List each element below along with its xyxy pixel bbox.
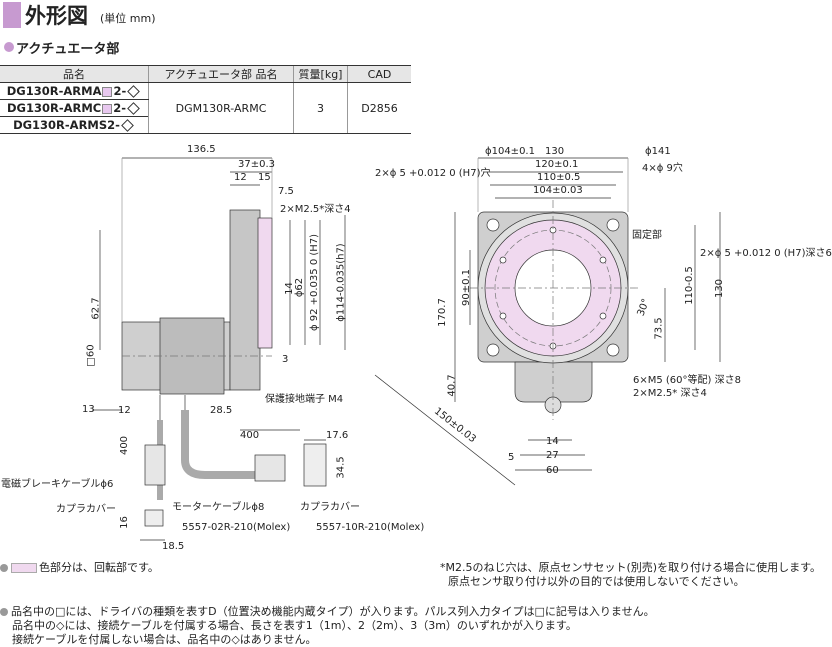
dim-400b: 400 xyxy=(240,430,260,441)
dim-130-side: 130 xyxy=(714,278,726,299)
dim-62-7: 62.7 xyxy=(90,297,102,320)
dim-104: 104±0.03 xyxy=(533,185,583,196)
dim-400: 400 xyxy=(119,435,131,456)
fixed-part-label: 固定部 xyxy=(632,230,662,241)
part-row-3: DG130R-ARMS2- xyxy=(0,116,149,134)
connector-10r: 5557-10R-210(Molex) xyxy=(316,522,425,533)
ground-terminal: 保護接地端子 M4 xyxy=(265,394,344,405)
dim-170-7: 170.7 xyxy=(436,298,448,327)
legend-note: 色部分は、回転部です。 xyxy=(0,559,159,575)
dim-120: 120±0.1 xyxy=(535,159,579,170)
dim-15: 15 xyxy=(258,172,271,183)
dim-18-5: 18.5 xyxy=(162,541,185,552)
actuator-housing xyxy=(229,209,261,391)
dim-73-5: 73.5 xyxy=(653,317,665,340)
rotating-table-side xyxy=(257,217,273,349)
dim-136-5: 136.5 xyxy=(187,144,216,155)
dim-37: 37±0.3 xyxy=(238,159,276,170)
driver-box-icon xyxy=(102,86,113,97)
bullet-icon xyxy=(0,608,8,616)
dim-m2-5: 2×M2.5*深さ4 xyxy=(280,204,351,215)
dim-17-6: 17.6 xyxy=(326,430,349,441)
dim-34-5: 34.5 xyxy=(335,456,347,479)
th-part-name: 品名 xyxy=(0,65,149,83)
dim-2x-m2-5: 2×M2.5* 深さ4 xyxy=(633,388,707,399)
dim-12b: 12 xyxy=(118,405,131,416)
actuator-name: DGM130R-ARMC xyxy=(148,82,294,134)
dim-7-5: 7.5 xyxy=(278,186,294,197)
dim-110-side: 110-0.5 xyxy=(683,266,695,305)
coupler-cover-label-2: カプラカバー xyxy=(300,502,360,513)
section-title: アクチュエータ部 xyxy=(16,42,120,57)
dim-phi104-tol: ϕ104±0.1 xyxy=(485,146,535,157)
connector-02r: 5557-02R-210(Molex) xyxy=(182,522,291,533)
dim-6x-m5: 6×M5 (60°等配) 深さ8 xyxy=(633,375,741,386)
header-accent-bar xyxy=(3,2,21,28)
dim-13: 13 xyxy=(82,404,95,415)
dim-110: 110±0.5 xyxy=(537,172,581,183)
section-bullet-icon xyxy=(4,42,14,52)
rotating-color-swatch xyxy=(11,563,37,573)
dim-5: 5 xyxy=(508,452,515,463)
driver-box-icon xyxy=(102,103,113,114)
dim-60: 60 xyxy=(546,465,559,476)
cad-link[interactable]: D2856 xyxy=(347,82,411,134)
dim-16: 16 xyxy=(118,516,130,529)
dim-90: 90±0.1 xyxy=(461,268,473,307)
brake-cable-label: 電磁ブレーキケーブルϕ6 xyxy=(1,479,114,490)
dim-2x-phi5-hole: 2×ϕ 5 +0.012 0 (H7)穴 xyxy=(375,168,491,179)
dim-28-5: 28.5 xyxy=(210,405,233,416)
note-2: 品名中の◇には、接続ケーブルを付属する場合、長さを表す1（1m）、2（2m）、3… xyxy=(12,619,577,632)
dim-62: ϕ62 xyxy=(294,277,306,298)
mass-value: 3 xyxy=(293,82,348,134)
m25-note-1: *M2.5のねじ穴は、原点センサセット(別売)を取り付ける場合に使用します。 xyxy=(440,561,821,574)
motor-cable-label: モーターケーブルϕ8 xyxy=(172,502,265,513)
bullet-icon xyxy=(0,564,8,572)
dim-12: 12 xyxy=(234,172,247,183)
th-cad: CAD xyxy=(347,65,411,83)
dim-3: 3 xyxy=(282,354,289,365)
dim-sq60: □60 xyxy=(85,344,97,367)
dim-2x-phi5-depth6: 2×ϕ 5 +0.012 0 (H7)深さ6 xyxy=(700,248,832,259)
coupler-cover-label-1: カプラカバー xyxy=(56,504,116,515)
dim-40-7: 40.7 xyxy=(446,374,458,397)
note-1: 品名中の□には、ドライバの種類を表すD（位置決め機能内蔵タイプ）が入ります。パル… xyxy=(0,603,655,619)
m25-note-2: 原点センサ取り付け以外の目的では使用しないでください。 xyxy=(448,575,745,588)
page-title: 外形図 xyxy=(25,4,88,28)
dim-114: ϕ114-0.035(h7) xyxy=(335,243,347,322)
dim-phi141: ϕ141 xyxy=(645,146,671,157)
dim-130-top: 130 xyxy=(545,146,565,157)
unit-label: (単位 mm) xyxy=(100,12,156,25)
dim-14-front: 14 xyxy=(546,436,559,447)
dim-92: ϕ 92 +0.035 0 (H7) xyxy=(309,233,321,332)
th-mass: 質量[kg] xyxy=(293,65,348,83)
dim-27: 27 xyxy=(546,450,559,461)
note-3: 接続ケーブルを付属しない場合は、品名中の◇はありません。 xyxy=(12,633,317,646)
dim-4x-phi9: 4×ϕ 9穴 xyxy=(642,163,683,174)
